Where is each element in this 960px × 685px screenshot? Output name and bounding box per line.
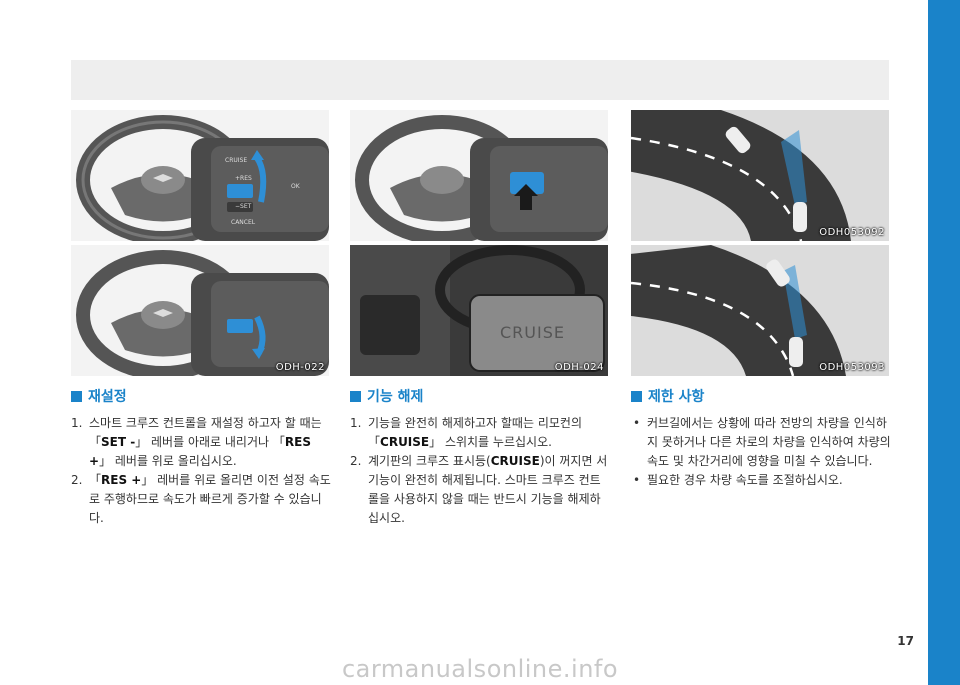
square-bullet-icon bbox=[71, 390, 82, 402]
limits-section: 제한 사항 • 커브길에서는 상황에 따라 전방의 차량을 인식하지 못하거나 … bbox=[631, 386, 891, 490]
list-item: • 필요한 경우 차량 속도를 조절하십시오. bbox=[633, 473, 843, 487]
limits-heading: 제한 사항 bbox=[631, 386, 891, 406]
steering-cruise-button-image bbox=[350, 110, 608, 241]
list-item: 1. 기능을 완전히 해제하고자 할때는 리모컨의 「CRUISE」 스위치를 … bbox=[350, 416, 582, 449]
image-code-label: ODH-022 bbox=[275, 362, 325, 373]
steering-set-down-image: ODH-022 bbox=[71, 245, 329, 376]
curve-road-illustration bbox=[631, 110, 889, 241]
cancel-heading: 기능 해제 bbox=[350, 386, 610, 406]
cancel-section: 기능 해제 1. 기능을 완전히 해제하고자 할때는 리모컨의 「CRUISE」… bbox=[350, 386, 610, 528]
list-item: 2. 「RES +」 레버를 위로 올리면 이전 설정 속도로 주행하므로 속도… bbox=[71, 473, 331, 525]
switch-label-ok: OK bbox=[291, 183, 301, 190]
reset-section: 재설정 1. 스마트 크루즈 컨트롤을 재설정 하고자 할 때는 「SET -」… bbox=[71, 386, 331, 528]
image-code-label: ODH053092 bbox=[819, 227, 885, 238]
switch-label-cruise: CRUISE bbox=[225, 157, 247, 164]
curve-road-image-bottom: ODH053093 bbox=[631, 245, 889, 376]
steering-res-up-image: CRUISE +RES −SET CANCEL OK bbox=[71, 110, 329, 241]
header-band bbox=[71, 60, 889, 100]
page-number: 17 bbox=[897, 634, 914, 648]
image-code-label: ODH-024 bbox=[554, 362, 604, 373]
reset-title: 재설정 bbox=[88, 389, 127, 405]
watermark-text: carmanualsonline.info bbox=[341, 655, 619, 683]
steering-wheel-illustration-2 bbox=[71, 245, 329, 376]
reset-heading: 재설정 bbox=[71, 386, 331, 406]
switch-label-cancel: CANCEL bbox=[231, 219, 256, 226]
limits-title: 제한 사항 bbox=[648, 389, 705, 405]
image-code-label: ODH053093 bbox=[819, 362, 885, 373]
curve-road-image-top: ODH053092 bbox=[631, 110, 889, 241]
page-edge-tab bbox=[928, 0, 960, 685]
steering-wheel-illustration-3 bbox=[350, 110, 608, 241]
cruise-indicator-zoom-text: CRUISE bbox=[500, 323, 565, 342]
dashboard-cruise-indicator-image: CRUISE ODH-024 bbox=[350, 245, 608, 376]
list-item: 1. 스마트 크루즈 컨트롤을 재설정 하고자 할 때는 「SET -」 레버를… bbox=[71, 416, 322, 468]
square-bullet-icon bbox=[631, 390, 642, 402]
curve-road-illustration-2 bbox=[631, 245, 889, 376]
list-item: • 커브길에서는 상황에 따라 전방의 차량을 인식하지 못하거나 다른 차로의… bbox=[633, 416, 891, 468]
switch-label-res: +RES bbox=[235, 175, 252, 182]
steering-wheel-illustration: CRUISE +RES −SET CANCEL OK bbox=[71, 110, 329, 241]
cancel-title: 기능 해제 bbox=[367, 389, 424, 405]
dashboard-illustration bbox=[350, 245, 608, 376]
list-item: 2. 계기판의 크루즈 표시등(CRUISE)이 꺼지면 서 기능이 완전히 해… bbox=[350, 454, 608, 525]
switch-label-set: −SET bbox=[235, 203, 252, 210]
square-bullet-icon bbox=[350, 390, 361, 402]
